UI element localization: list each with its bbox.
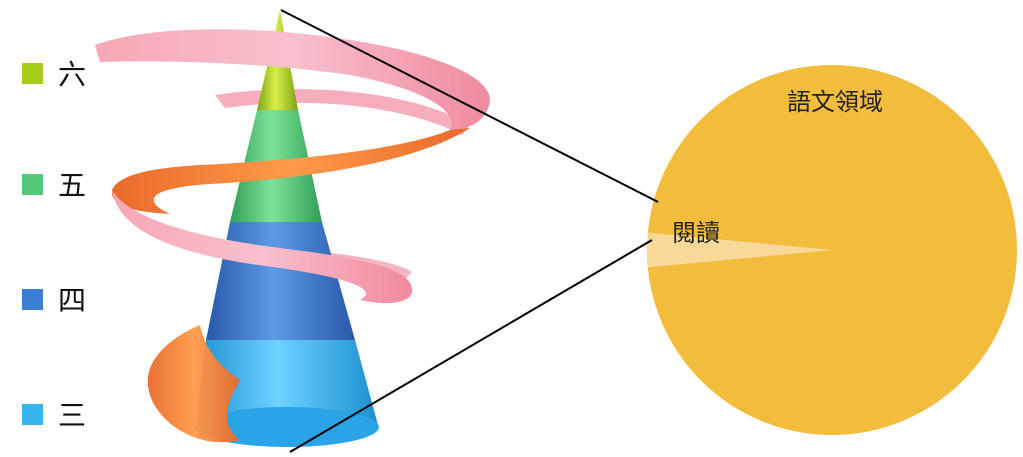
legend-label-6: 六	[58, 58, 86, 91]
legend-item-4: 四	[22, 284, 86, 317]
grade-cone	[195, 10, 379, 447]
legend-swatch-4	[22, 289, 43, 310]
legend-swatch-5	[22, 174, 43, 195]
legend-label-4: 四	[58, 284, 86, 317]
pie-main-label: 語文領域	[787, 88, 883, 116]
legend-swatch-6	[22, 63, 43, 84]
language-domain-pie: 語文領域 閱讀	[646, 65, 1017, 435]
legend-label-5: 五	[58, 169, 86, 202]
ribbon-front-orange	[111, 128, 470, 214]
pie-reading-slice	[646, 232, 832, 268]
pie-slice-label: 閱讀	[672, 219, 720, 247]
legend: 六 五 四 三	[22, 58, 86, 432]
ribbon-front	[95, 29, 490, 443]
legend-item-3: 三	[22, 399, 86, 432]
legend-item-6: 六	[22, 58, 86, 91]
cone-band-4	[206, 222, 355, 340]
zoom-connectors	[280, 9, 659, 453]
connector-line-top	[280, 9, 659, 203]
legend-swatch-3	[22, 404, 43, 425]
ribbon-front-lower	[147, 325, 240, 443]
cone-base	[195, 407, 379, 447]
legend-item-5: 五	[22, 169, 86, 202]
ribbon-front-middle	[112, 190, 413, 304]
ribbon-front-top	[95, 29, 490, 130]
connector-line-bottom	[289, 239, 653, 453]
legend-label-3: 三	[58, 399, 86, 432]
